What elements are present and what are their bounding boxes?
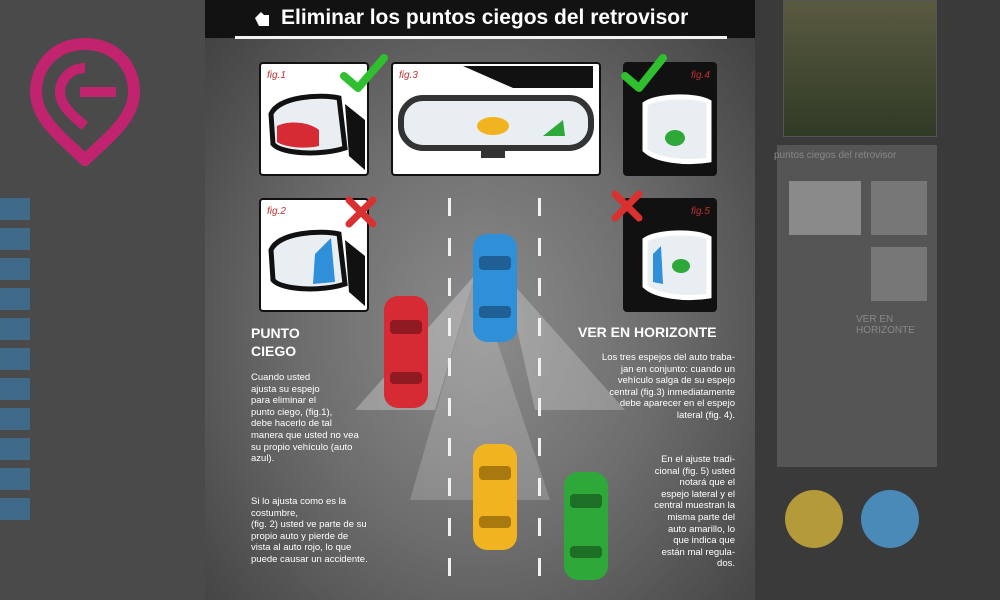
check-icon <box>621 54 667 92</box>
figure-4-card: fig.4 <box>623 62 717 176</box>
thumbnail-infographic: puntos ciegos del retrovisor VER EN HORI… <box>774 145 937 467</box>
side-banner <box>0 190 30 520</box>
check-icon <box>340 54 388 92</box>
side-mirror-right-icon <box>642 230 712 301</box>
car-red-icon <box>384 296 428 408</box>
infographic-poster: Eliminar los puntos ciegos del retroviso… <box>205 0 755 600</box>
rearview-mirror-icon <box>398 66 594 158</box>
thumbnail-mirror-right-2 <box>870 246 928 302</box>
lane-mark <box>538 198 541 216</box>
logo-pin-icon <box>30 37 140 166</box>
cross-icon <box>611 190 643 222</box>
lane-mark <box>538 478 541 496</box>
page-title: Eliminar los puntos ciegos del retroviso… <box>281 6 689 29</box>
lane-mark <box>448 558 451 576</box>
title-bar <box>205 0 755 38</box>
thumbnail-circle-icon <box>861 490 919 548</box>
thumbnail-photo <box>783 0 937 137</box>
figure-label: fig.1 <box>267 70 286 81</box>
lane-mark <box>538 278 541 296</box>
side-mirror-left-icon <box>268 229 365 306</box>
left-heading-line2: CIEGO <box>251 343 297 359</box>
figure-3-card: fig.3 <box>391 62 601 176</box>
lane-mark <box>448 278 451 296</box>
figure-label: fig.3 <box>399 70 418 81</box>
lane-mark <box>448 478 451 496</box>
car-yellow-icon <box>473 444 517 550</box>
figure-2-card: fig.2 <box>259 198 369 312</box>
figure-label: fig.4 <box>691 70 710 81</box>
left-paragraph-1: Cuando usted ajusta su espejo para elimi… <box>251 372 359 465</box>
thumbnail-mirror-right <box>870 180 928 236</box>
figure-label: fig.2 <box>267 206 286 217</box>
left-paragraph-2: Si lo ajusta como es la costumbre, (fig.… <box>251 496 368 565</box>
left-heading-line1: PUNTO <box>251 325 300 341</box>
figure-label: fig.5 <box>691 206 710 217</box>
lane-mark <box>538 518 541 536</box>
lane-mark <box>538 398 541 416</box>
right-heading: VER EN HORIZONTE <box>578 324 717 340</box>
thumbnail-title: puntos ciegos del retrovisor <box>774 150 897 161</box>
lane-mark <box>448 198 451 216</box>
lane-mark <box>448 238 451 256</box>
lane-mark <box>538 558 541 576</box>
thumbnail-mirror <box>788 180 862 236</box>
thumbnail-circle-icon <box>785 490 843 548</box>
car-green-icon <box>564 472 608 580</box>
title-underline <box>235 36 727 39</box>
cross-icon <box>345 196 377 228</box>
lane-mark <box>538 438 541 456</box>
thumbnail-heading: VER EN HORIZONTE <box>856 314 915 336</box>
lane-mark <box>538 238 541 256</box>
hand-pointer-icon <box>255 12 269 26</box>
right-paragraph-1: Los tres espejos del auto traba- jan en … <box>601 352 735 421</box>
lane-mark <box>448 318 451 336</box>
car-blue-icon <box>473 234 517 342</box>
lane-mark <box>538 318 541 336</box>
lane-mark <box>448 358 451 376</box>
lane-mark <box>448 518 451 536</box>
background-left-panel <box>0 0 205 600</box>
lane-mark <box>448 438 451 456</box>
lane-mark <box>448 398 451 416</box>
lane-mark <box>538 358 541 376</box>
background-right-panel: puntos ciegos del retrovisor VER EN HORI… <box>755 0 1000 600</box>
left-heading: PUNTO CIEGO <box>251 324 300 360</box>
side-mirror-right-icon <box>642 94 712 165</box>
side-mirror-left-icon <box>268 93 365 170</box>
right-paragraph-2: En el ajuste tradi- cional (fig. 5) uste… <box>654 454 735 570</box>
